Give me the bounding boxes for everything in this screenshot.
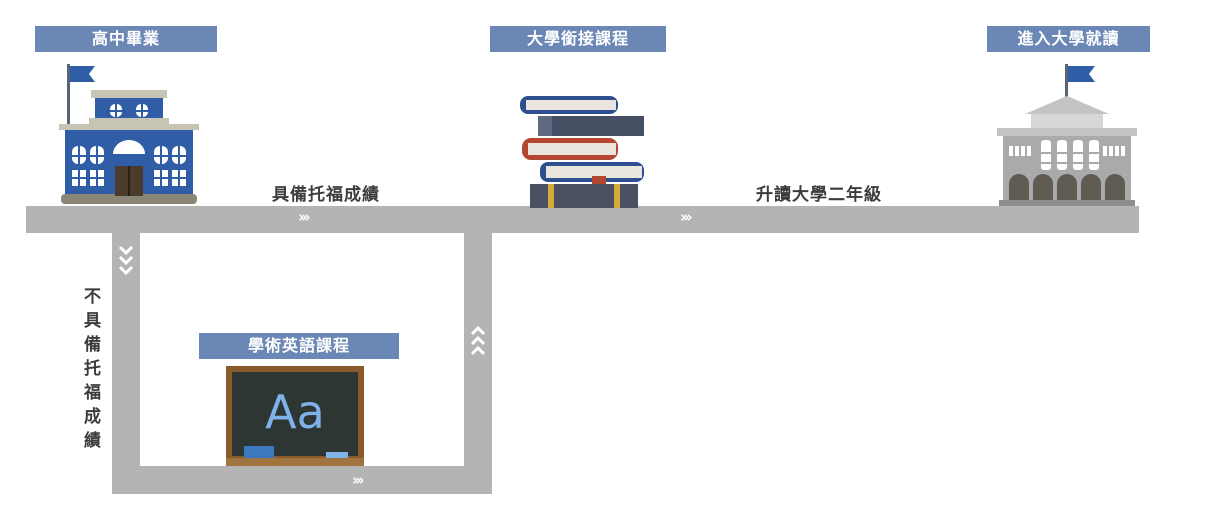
chevron-up-icon	[470, 325, 486, 356]
chalkboard-text: Aa	[265, 385, 325, 439]
stage-label-academic-english: 學術英語課程	[199, 333, 399, 359]
stage-label-university: 進入大學就讀	[987, 26, 1150, 52]
path-label-advance: 升讀大學二年級	[756, 185, 882, 205]
chevron-right-icon: ›››	[352, 471, 364, 489]
chevron-right-icon: ›››	[298, 208, 310, 226]
bottom-road	[112, 466, 492, 494]
stage-label-high-school: 高中畢業	[35, 26, 217, 52]
path-label-qualified: 具備托福成績	[272, 185, 380, 205]
chevron-right-icon: ›››	[680, 208, 692, 226]
path-label-not-qualified: 不具備托福成績	[84, 287, 102, 451]
chevron-down-icon	[118, 245, 134, 276]
main-road	[26, 206, 1139, 233]
chalkboard-icon: Aa	[226, 366, 364, 466]
books-stack-icon	[520, 96, 644, 208]
right-road	[464, 233, 492, 494]
stage-label-bridge-course: 大學銜接課程	[490, 26, 666, 52]
high-school-building-icon	[59, 64, 199, 204]
university-building-icon	[997, 64, 1137, 206]
